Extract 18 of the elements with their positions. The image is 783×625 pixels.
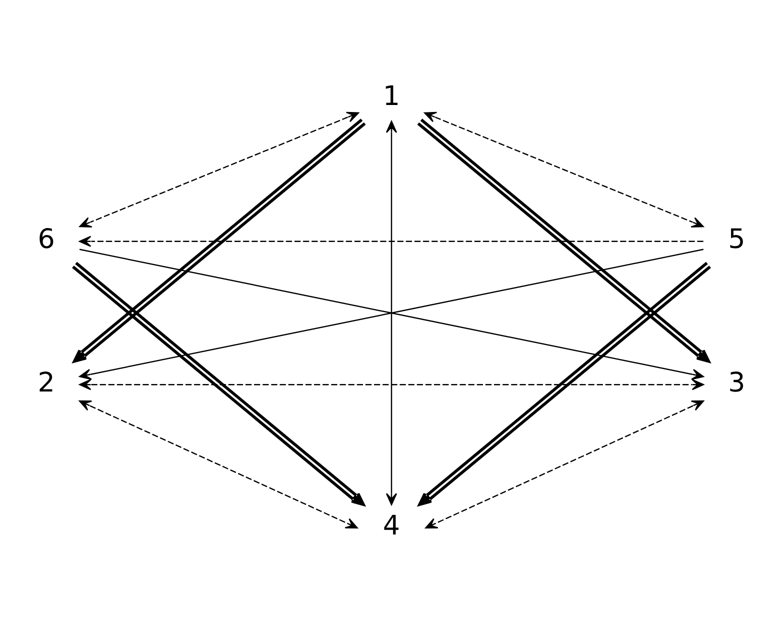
arrow: [72, 261, 365, 506]
arrow: [79, 248, 704, 380]
arrow: [78, 400, 358, 528]
arrow: [418, 261, 711, 506]
node-text: 6: [38, 224, 55, 255]
node-text: 3: [728, 366, 746, 398]
arrow: [386, 120, 398, 505]
arrow: [72, 118, 366, 362]
node-text: 5: [728, 224, 746, 255]
arrow: [79, 111, 360, 228]
node-text: 4: [382, 510, 400, 542]
node-text: 2: [38, 366, 55, 398]
arrow: [79, 235, 704, 246]
arrow: [79, 378, 704, 390]
arrow: [425, 400, 704, 528]
node-text: 1: [382, 80, 400, 112]
arrow: [424, 111, 704, 228]
arrow: [417, 118, 710, 362]
